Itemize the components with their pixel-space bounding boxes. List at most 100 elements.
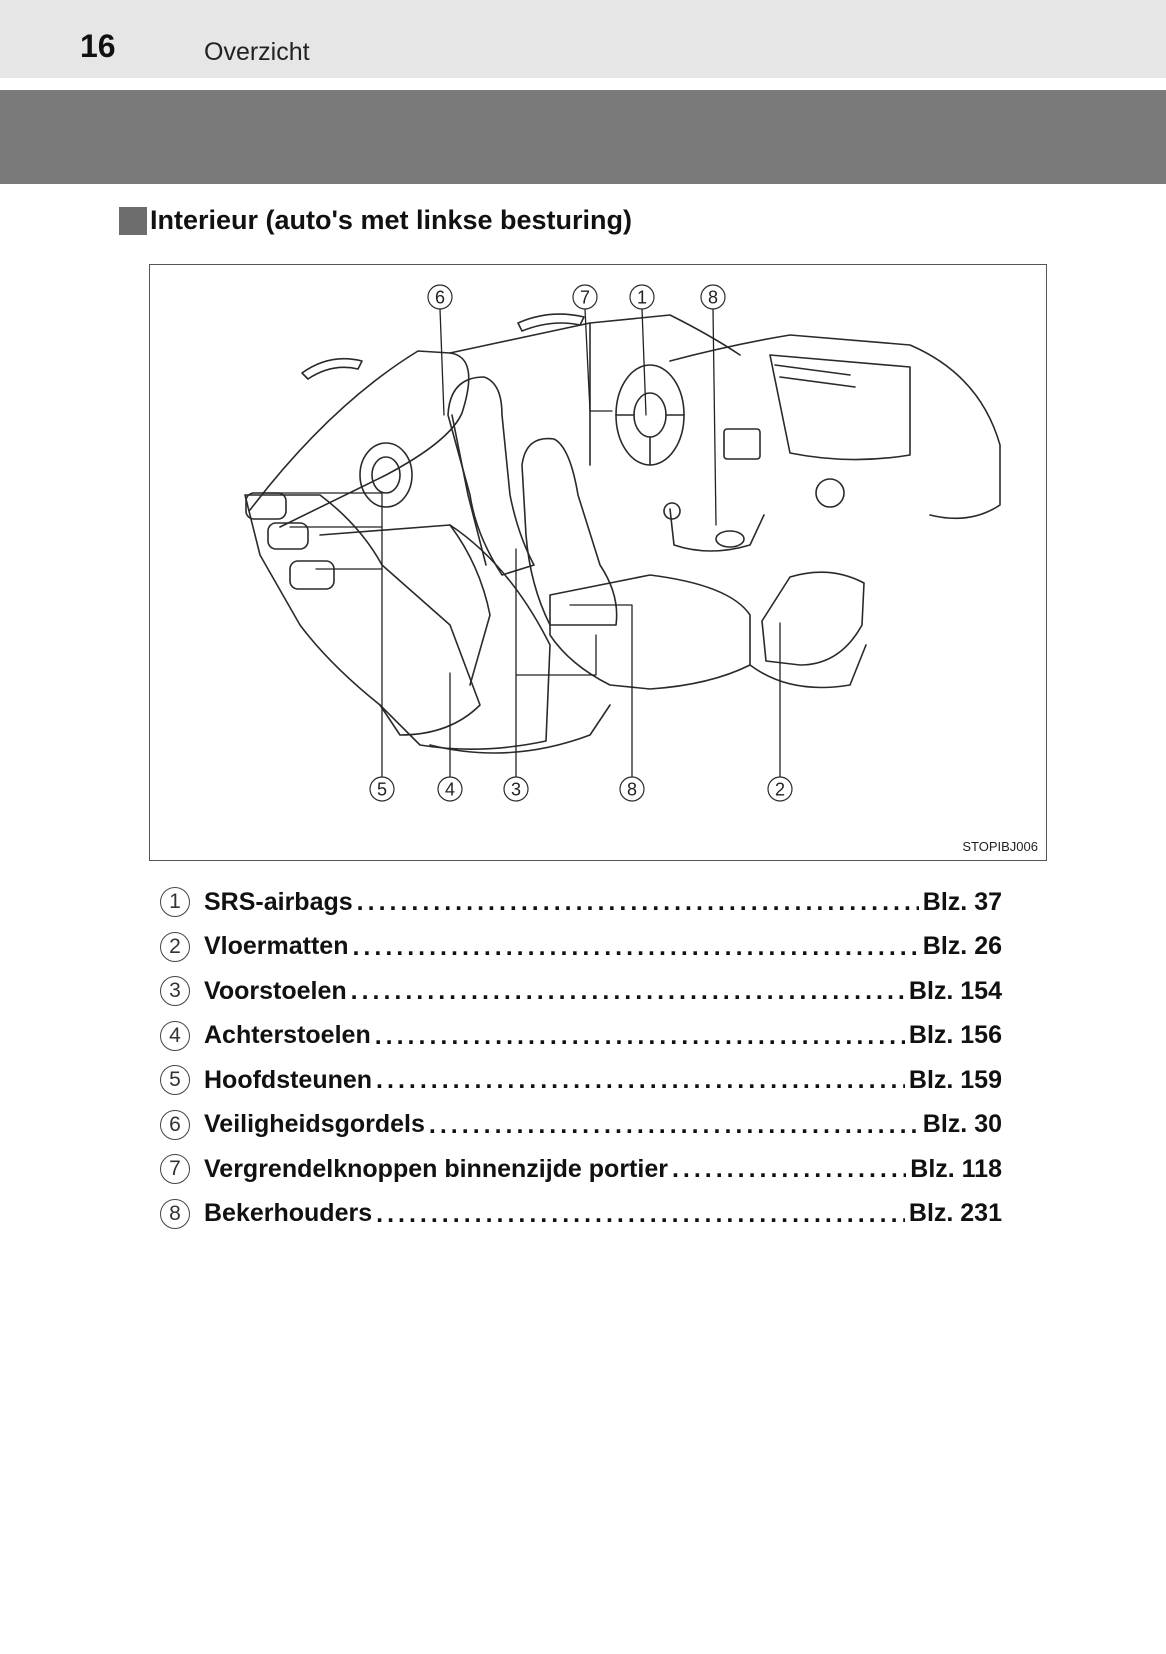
driver-seat-back [521, 437, 618, 626]
rear-headrest-1 [245, 492, 287, 520]
page-reference-link[interactable]: Blz. 156 [908, 1021, 1002, 1050]
list-item: 3 Voorstoelen ..........................… [160, 969, 1002, 1014]
figure-code: STOPIBJ006 [962, 839, 1038, 854]
list-item: 5 Hoofdsteunen .........................… [160, 1058, 1002, 1103]
front-passenger-seat-back [447, 376, 535, 576]
callout-8-circle-top [700, 284, 726, 310]
item-label: Achterstoelen [204, 1021, 371, 1050]
leader-6 [439, 308, 445, 416]
item-label: Vloermatten [204, 932, 349, 961]
header-gap [0, 78, 1166, 90]
callout-8-label-bottom: 8 [627, 780, 637, 800]
callout-4-circle [437, 776, 463, 802]
leader-7 [584, 308, 613, 412]
item-number-circle: 5 [160, 1065, 190, 1096]
item-label: Hoofdsteunen [204, 1065, 373, 1094]
leader-8-top [712, 308, 717, 526]
heading-square-icon [119, 206, 147, 235]
dot-leader: ........................................… [356, 888, 919, 917]
callout-2-label: 2 [775, 780, 785, 800]
callouts-bottom: 5 4 3 8 2 [369, 776, 793, 802]
page-reference-link[interactable]: Blz. 26 [922, 932, 1002, 961]
item-label: Vergrendelknoppen binnenzijde portier [204, 1154, 668, 1183]
item-number-circle: 7 [160, 1154, 190, 1185]
callout-4-label: 4 [445, 780, 455, 800]
steering-hub-airbag [633, 392, 667, 438]
dot-leader: ........................................… [428, 1110, 919, 1139]
dot-leader: ........................................… [374, 1021, 905, 1050]
interior-illustration: 6 7 1 8 5 4 3 8 2 STOPIBJ006 [149, 264, 1047, 861]
page-reference-link[interactable]: Blz. 118 [910, 1154, 1002, 1183]
gear-knob [663, 502, 681, 520]
page-reference-link[interactable]: Blz. 231 [908, 1199, 1002, 1228]
item-number-circle: 6 [160, 1109, 190, 1140]
dot-leader: ........................................… [352, 932, 918, 961]
item-number-circle: 8 [160, 1198, 190, 1229]
callout-5-circle [369, 776, 395, 802]
roof-line [449, 314, 741, 356]
floor-outline [429, 644, 867, 754]
door-speaker [359, 442, 413, 508]
dashboard-top [669, 334, 1001, 520]
infotainment-screen [723, 428, 761, 460]
callout-3-circle [503, 776, 529, 802]
driver-seat-cushion [549, 574, 751, 690]
vent-line-1 [774, 364, 851, 376]
grab-handle-front [517, 313, 585, 332]
callout-8-label-top: 8 [708, 288, 718, 308]
item-label: Veiligheidsgordels [204, 1110, 425, 1139]
callout-6-circle [427, 284, 453, 310]
rear-seat-back [244, 494, 481, 736]
item-number-circle: 2 [160, 931, 190, 962]
page-reference-link[interactable]: Blz. 159 [908, 1065, 1002, 1094]
header-band [0, 0, 1166, 78]
page-reference-link[interactable]: Blz. 154 [908, 976, 1002, 1005]
list-item: 4 Achterstoelen ........................… [160, 1014, 1002, 1059]
leader-3 [515, 548, 597, 778]
leader-1 [641, 308, 647, 416]
rear-headrest-3 [289, 560, 335, 590]
vent-line-2 [779, 376, 856, 388]
header-dark-band [0, 90, 1166, 184]
item-number-circle: 4 [160, 1020, 190, 1051]
callout-7-circle [572, 284, 598, 310]
leader-5a [261, 492, 383, 778]
dot-leader: ........................................… [350, 977, 905, 1006]
dot-leader: ........................................… [376, 1199, 905, 1228]
rear-seat-cushion [379, 524, 551, 750]
list-item: 6 Veiligheidsgordels ...................… [160, 1103, 1002, 1148]
section-heading: Interieur (auto's met linkse besturing) [119, 205, 632, 236]
item-label: Voorstoelen [204, 976, 347, 1005]
seat-belt [451, 414, 487, 566]
callout-8-circle-bottom [619, 776, 645, 802]
door-speaker-inner [371, 456, 401, 494]
page-number: 16 [80, 28, 116, 64]
callout-3-label: 3 [511, 780, 521, 800]
callout-5-label: 5 [377, 780, 387, 800]
callout-7-label: 7 [580, 288, 590, 308]
item-label: SRS-airbags [204, 887, 353, 916]
rear-seat-cushion-edge [319, 524, 491, 686]
floor-mat [761, 571, 865, 666]
item-number-circle: 1 [160, 887, 190, 918]
heading-text: Interieur (auto's met linkse besturing) [150, 205, 633, 235]
list-item: 8 Bekerhouders .........................… [160, 1192, 1002, 1237]
callout-leaders [261, 308, 781, 778]
page-reference-link[interactable]: Blz. 30 [922, 1110, 1002, 1139]
rear-headrest-2 [267, 522, 309, 550]
section-title: Overzicht [204, 38, 310, 66]
rear-door-window [249, 350, 470, 528]
grab-handle-rear [301, 357, 363, 380]
side-vent [815, 478, 845, 508]
page-reference-link[interactable]: Blz. 37 [922, 887, 1002, 916]
item-number-circle: 3 [160, 976, 190, 1007]
steering-spokes [615, 414, 685, 466]
callouts-top: 6 7 1 8 [427, 284, 726, 310]
item-label: Bekerhouders [204, 1199, 373, 1228]
dashboard-panel [769, 354, 911, 461]
dot-leader: ........................................… [376, 1066, 905, 1095]
car-interior-drawing: 6 7 1 8 5 4 3 8 2 [244, 284, 1001, 802]
list-item: 2 Vloermatten ..........................… [160, 925, 1002, 970]
callout-1-circle [629, 284, 655, 310]
list-item: 7 Vergrendelknoppen binnenzijde portier … [160, 1147, 1002, 1192]
